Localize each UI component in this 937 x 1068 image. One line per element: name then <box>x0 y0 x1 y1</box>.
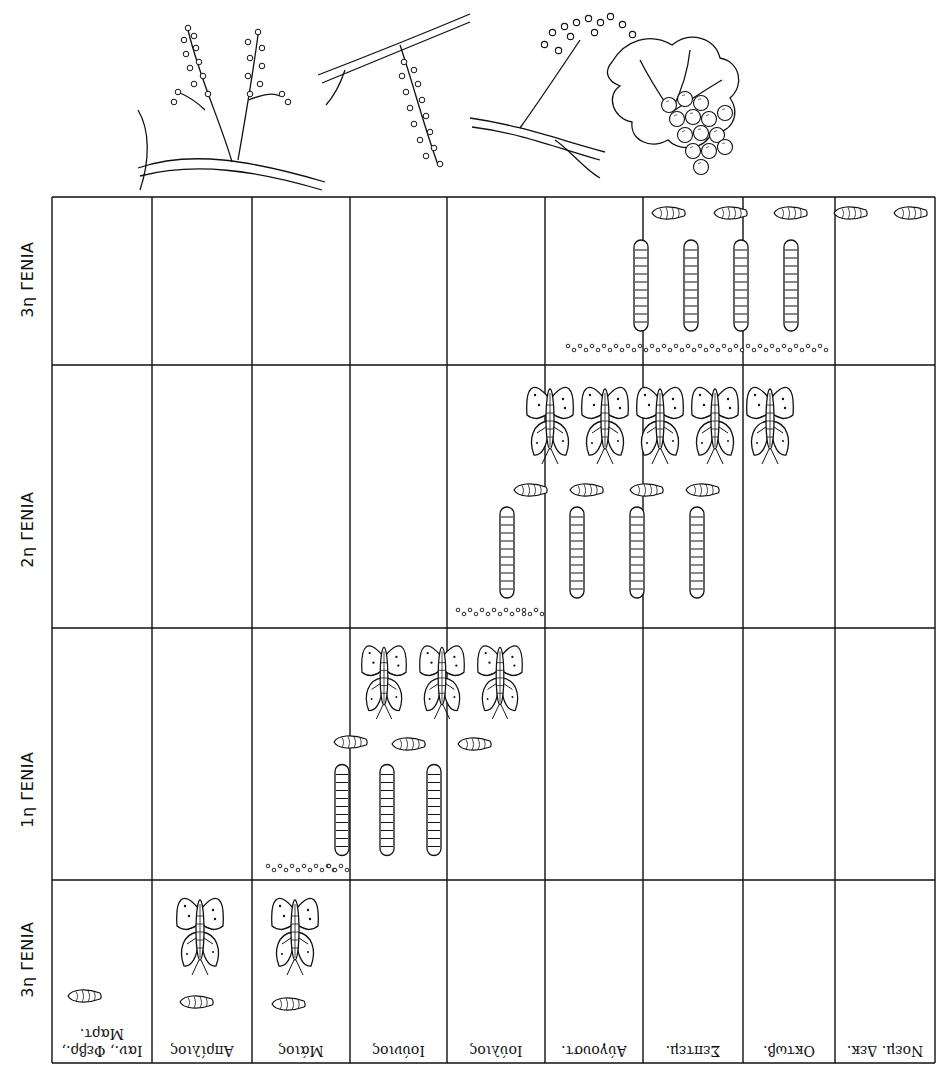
month-label: Νοεμ. Δεκ. <box>839 1042 931 1059</box>
month-label: Ιούλιος <box>451 1042 541 1059</box>
vine-cluster-leaf <box>470 37 739 178</box>
table-grid <box>52 197 935 1063</box>
vine-berries <box>541 13 732 174</box>
generation-label: 2η ΓΕΝΙΑ <box>18 492 37 568</box>
month-label: Μάιος <box>256 1042 346 1059</box>
generation-label: 3η ΓΕΝΙΑ <box>18 922 37 998</box>
month-label: Σεπτεμ. <box>647 1042 739 1059</box>
generation-2 <box>456 387 793 615</box>
vine-branch <box>318 14 470 165</box>
vine-inflorescence <box>138 30 325 190</box>
generation-1 <box>266 646 522 872</box>
month-label: Απρίλιος <box>156 1042 248 1059</box>
month-label: Ιαν., Φεβρ., Μαρτ. <box>56 1025 148 1059</box>
month-label: Αύγουστ. <box>549 1042 639 1059</box>
month-label: Ιούνιος <box>354 1042 443 1059</box>
month-label: Οκτωβ. <box>747 1042 831 1059</box>
generation-label: 3η ΓΕΝΙΑ <box>18 242 37 318</box>
generation-3-early <box>68 898 318 1010</box>
vine-buds <box>171 25 291 105</box>
generation-3-late <box>566 207 927 352</box>
vine-buds <box>399 59 443 167</box>
generation-label: 1η ΓΕΝΙΑ <box>18 752 37 828</box>
